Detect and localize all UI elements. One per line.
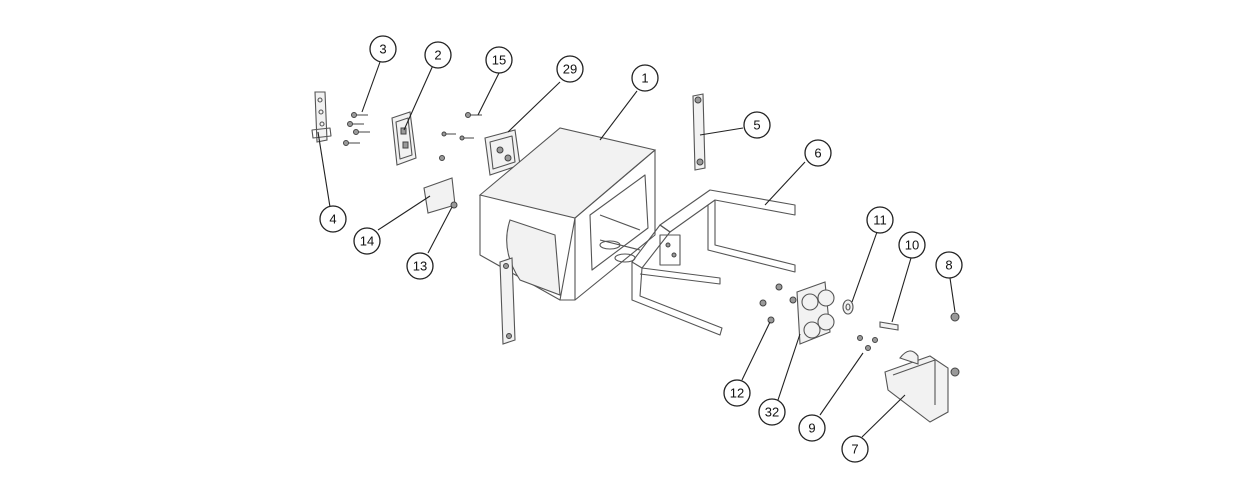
callout-3: 3 [369,35,397,63]
callout-label: 5 [753,118,760,133]
callout-8: 8 [935,251,963,279]
callout-label: 2 [434,48,441,63]
part-14-panel [423,177,456,214]
part-8-nut [950,312,960,377]
leader-lines [317,61,956,438]
callout-label: 9 [808,421,815,436]
part-29-plate [484,129,521,176]
part-13-screw [450,201,458,209]
callout-label: 12 [730,386,744,401]
callout-label: 29 [563,62,577,77]
callout-label: 15 [492,53,506,68]
part-12-screws [759,283,797,324]
callout-29: 29 [556,55,584,83]
part-7-clamp [884,350,949,423]
callout-6: 6 [804,139,832,167]
callout-7: 7 [841,435,869,463]
part-4-bracket [311,91,332,143]
bolts-near-panel [439,131,474,161]
callout-label: 6 [814,146,821,161]
part-9-screws [857,335,878,351]
callout-5: 5 [743,111,771,139]
callout-12: 12 [723,379,751,407]
callout-15: 15 [485,46,513,74]
callout-label: 8 [945,258,952,273]
callout-11: 11 [866,206,894,234]
callout-14: 14 [353,227,381,255]
part-1-enclosure [478,127,657,301]
callout-label: 7 [851,442,858,457]
callout-13: 13 [406,252,434,280]
callout-label: 3 [379,42,386,57]
callout-2: 2 [424,41,452,69]
callout-label: 32 [765,405,779,420]
callout-9: 9 [798,414,826,442]
part-11-washer [842,299,854,315]
part-15-bolt [465,112,482,118]
callout-label: 4 [329,212,336,227]
callout-10: 10 [898,231,926,259]
callout-label: 13 [413,259,427,274]
part-3-bolts [343,112,370,146]
part-2-plate [391,111,417,166]
callout-label: 1 [641,71,648,86]
side-bar-left [499,257,516,345]
callout-32: 32 [758,398,786,426]
callout-4: 4 [319,205,347,233]
part-6-frame [631,189,796,336]
callout-label: 10 [905,238,919,253]
callout-label: 14 [360,234,374,249]
callout-label: 11 [873,213,887,228]
callout-1: 1 [631,64,659,92]
part-10-pin [879,321,899,331]
part-32-carriage [796,281,835,345]
part-5-bar [692,93,706,171]
